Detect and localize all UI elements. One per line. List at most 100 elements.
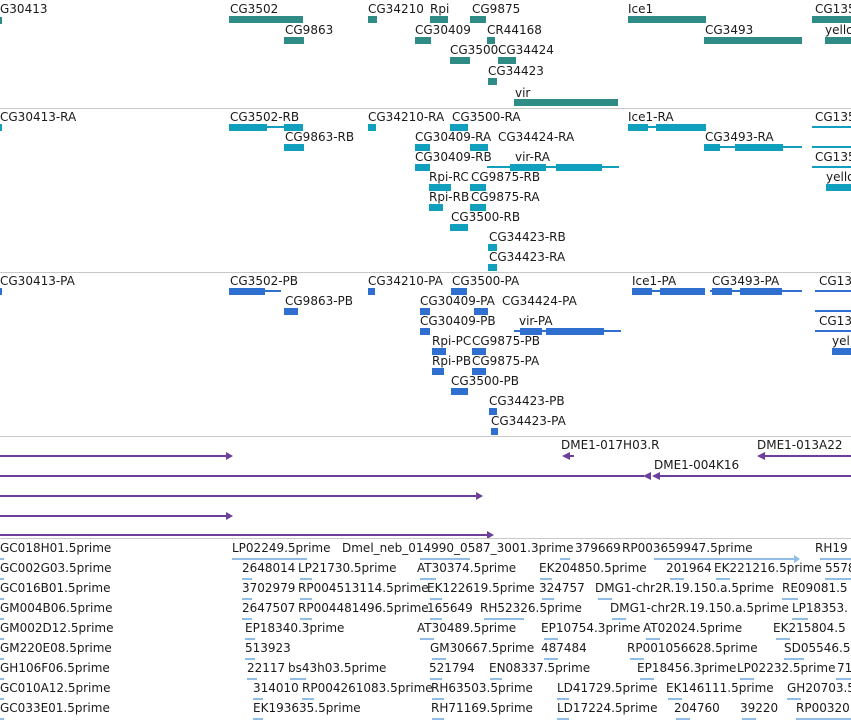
est-feature[interactable] — [670, 578, 684, 580]
est-feature[interactable] — [290, 678, 306, 680]
protein-label[interactable]: Ice1-PA — [632, 274, 677, 288]
est-label[interactable]: 5578 — [825, 561, 851, 575]
est-feature[interactable] — [557, 718, 569, 720]
protein-label[interactable]: CG3502-PB — [230, 274, 299, 288]
est-label[interactable]: 2648014 — [242, 561, 296, 575]
est-label[interactable]: GC018H01.5prime — [0, 541, 112, 555]
est-feature[interactable] — [0, 598, 4, 600]
est-label[interactable]: 521794 — [429, 661, 475, 675]
gene-label[interactable]: CG34210 — [368, 2, 424, 16]
est-label[interactable]: 513923 — [245, 641, 291, 655]
transcript-feature[interactable] — [812, 126, 851, 128]
est-feature[interactable] — [420, 558, 470, 560]
est-label[interactable]: AT30489.5prime — [417, 621, 517, 635]
protein-label[interactable]: CG34423-PB — [489, 394, 565, 408]
clone-feature[interactable] — [568, 455, 574, 457]
protein-label[interactable]: CG9875-PA — [472, 354, 540, 368]
gene-feature[interactable] — [229, 16, 303, 23]
gene-label[interactable]: CR44168 — [487, 23, 542, 37]
protein-label[interactable]: CG13 — [819, 314, 851, 328]
transcript-label[interactable]: CG3502-RB — [230, 110, 300, 124]
transcript-label[interactable]: CG9875-RB — [471, 170, 541, 184]
est-feature[interactable] — [740, 678, 754, 680]
protein-label[interactable]: CG30409-PB — [420, 314, 496, 328]
transcript-feature[interactable] — [284, 144, 304, 151]
est-label[interactable]: GC010A12.5prime — [0, 681, 111, 695]
transcript-label[interactable]: CG3500-RB — [451, 210, 521, 224]
gene-label[interactable]: Rpi — [430, 2, 450, 16]
est-feature[interactable] — [742, 718, 756, 720]
est-label[interactable]: RH52326.5prime — [480, 601, 582, 615]
transcript-feature[interactable] — [488, 264, 497, 271]
protein-feature[interactable] — [368, 288, 375, 295]
protein-feature[interactable] — [815, 290, 851, 292]
gene-label[interactable]: CG34424 — [498, 43, 554, 57]
gene-feature[interactable] — [488, 78, 497, 85]
est-label[interactable]: 3702979 — [242, 581, 296, 595]
est-label[interactable]: RP001056628.5prime — [627, 641, 758, 655]
protein-feature[interactable] — [432, 348, 446, 355]
est-label[interactable]: 39220 — [740, 701, 779, 715]
protein-feature[interactable] — [491, 428, 498, 435]
est-label[interactable]: RH19 — [815, 541, 848, 555]
clone-label[interactable]: DME1-017H03.R — [561, 438, 660, 452]
est-label[interactable]: 204760 — [674, 701, 720, 715]
est-feature[interactable] — [302, 698, 314, 700]
est-feature[interactable] — [787, 698, 801, 700]
clone-feature[interactable] — [0, 515, 226, 517]
protein-feature[interactable] — [815, 310, 851, 312]
est-label[interactable]: 22117 — [247, 661, 286, 675]
protein-label[interactable]: CG13 — [819, 274, 851, 288]
est-feature[interactable] — [612, 618, 626, 620]
clone-label[interactable]: DME1-004K16 — [654, 458, 740, 472]
est-feature[interactable] — [646, 638, 660, 640]
est-label[interactable]: EK204850.5prime — [539, 561, 647, 575]
est-label[interactable]: 71 — [837, 661, 851, 675]
est-feature[interactable] — [776, 638, 790, 640]
protein-feature[interactable] — [472, 348, 486, 355]
est-feature[interactable] — [300, 618, 312, 620]
est-label[interactable]: EP18456.3prime — [637, 661, 737, 675]
est-feature[interactable] — [796, 718, 851, 720]
est-feature[interactable] — [432, 658, 446, 660]
protein-label[interactable]: CG34423-PA — [491, 414, 566, 428]
transcript-feature[interactable] — [368, 124, 376, 131]
clone-feature[interactable] — [763, 455, 851, 457]
est-label[interactable]: GH20703.5 — [787, 681, 851, 695]
est-label[interactable]: 165649 — [427, 601, 473, 615]
est-feature[interactable] — [716, 578, 730, 580]
transcript-label[interactable]: Rpi-RB — [429, 190, 470, 204]
protein-label[interactable]: Rpi-PC — [432, 334, 472, 348]
transcript-feature[interactable] — [415, 144, 430, 151]
est-feature[interactable] — [598, 598, 612, 600]
gene-feature[interactable] — [487, 37, 495, 44]
transcript-label[interactable]: CG30409-RB — [415, 150, 492, 164]
est-feature[interactable] — [0, 678, 4, 680]
gene-feature[interactable] — [430, 16, 448, 23]
gene-label[interactable]: CG30409 — [415, 23, 471, 37]
est-label[interactable]: RP00320 — [796, 701, 850, 715]
protein-label[interactable]: CG3500-PB — [451, 374, 520, 388]
est-label[interactable]: EK122619.5prime — [427, 581, 535, 595]
transcript-feature[interactable] — [487, 166, 619, 168]
gene-label[interactable]: CG3502 — [230, 2, 279, 16]
protein-label[interactable]: CG30409-PA — [420, 294, 495, 308]
transcript-label[interactable]: CG34210-RA — [368, 110, 445, 124]
est-feature[interactable] — [0, 558, 4, 560]
transcript-feature[interactable] — [488, 244, 497, 251]
est-label[interactable]: 2647507 — [242, 601, 296, 615]
est-feature[interactable] — [825, 578, 851, 580]
est-feature[interactable] — [668, 698, 682, 700]
clone-label[interactable]: DME1-013A22 — [757, 438, 843, 452]
gene-feature[interactable] — [628, 16, 706, 23]
est-label[interactable]: GC016B01.5prime — [0, 581, 111, 595]
est-feature[interactable] — [782, 598, 798, 600]
est-feature[interactable] — [300, 578, 312, 580]
transcript-label[interactable]: Rpi-RC — [429, 170, 469, 184]
est-label[interactable]: RP004261083.5prime — [302, 681, 433, 695]
gene-label[interactable]: CG34423 — [488, 64, 544, 78]
est-feature[interactable] — [432, 698, 444, 700]
transcript-feature[interactable] — [470, 204, 486, 211]
transcript-feature[interactable] — [429, 204, 443, 211]
est-label[interactable]: GM002D12.5prime — [0, 621, 114, 635]
